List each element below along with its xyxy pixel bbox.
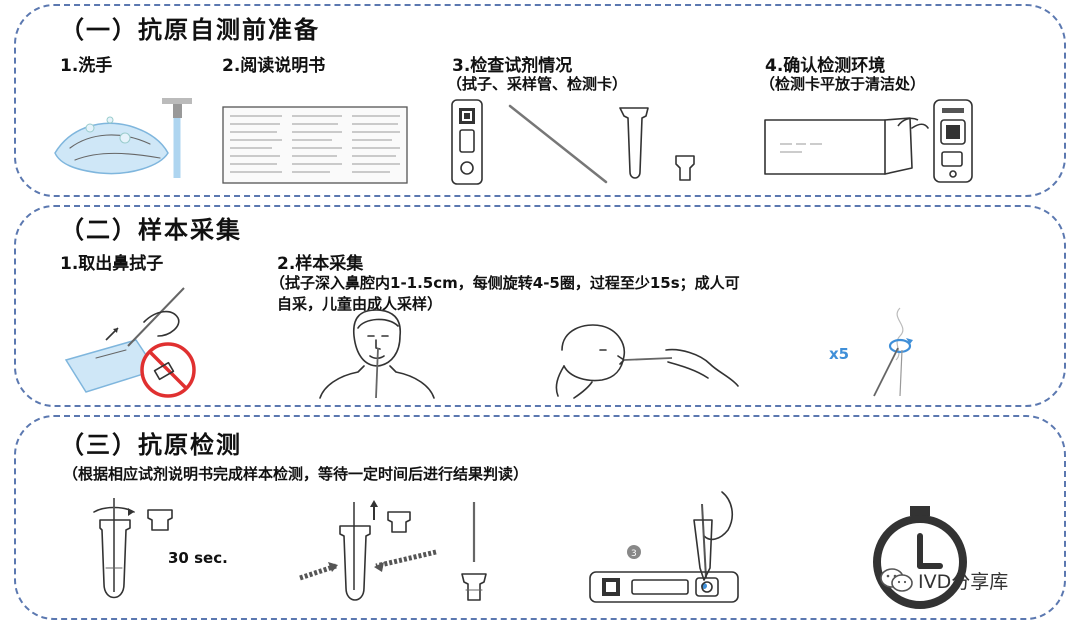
section3-title: （三）抗原检测 bbox=[60, 431, 242, 459]
rotation-count-label: x5 bbox=[829, 345, 850, 363]
swab-rotation-illustration bbox=[873, 307, 913, 397]
hand-washing-illustration bbox=[54, 98, 192, 178]
step-confirm-environment-label: 4.确认检测环境 bbox=[765, 56, 886, 76]
squeeze-tube-illustration bbox=[299, 500, 437, 601]
step-check-kit-note: （拭子、采样管、检测卡） bbox=[447, 75, 628, 93]
instruction-manual-illustration bbox=[222, 106, 408, 184]
step-sampling-label: 2.样本采集 bbox=[277, 254, 364, 274]
stopwatch-icon bbox=[873, 506, 967, 609]
section-detection-panel bbox=[14, 415, 1066, 620]
self-sampling-person-illustration bbox=[319, 309, 435, 399]
rotate-time-label: 30 sec. bbox=[168, 549, 228, 567]
step-read-manual-label: 2.阅读说明书 bbox=[222, 56, 326, 76]
section-preparation-panel bbox=[14, 4, 1066, 197]
svg-text:3: 3 bbox=[631, 549, 637, 559]
step-confirm-environment-note: （检测卡平放于清洁处） bbox=[760, 75, 926, 93]
take-swab-illustration bbox=[64, 287, 196, 398]
step-wash-hands-label: 1.洗手 bbox=[60, 56, 113, 76]
drop-sample-on-card-illustration: 3 bbox=[589, 491, 739, 603]
child-sampling-illustration bbox=[555, 324, 739, 399]
section3-note: （根据相应试剂说明书完成样本检测，等待一定时间后进行结果判读） bbox=[63, 465, 529, 483]
test-kit-illustration bbox=[451, 99, 695, 185]
swab-and-dropper-cap-illustration bbox=[461, 502, 487, 601]
wechat-icon bbox=[880, 568, 913, 592]
step-sampling-note-line2: 自采，儿童由成人采样） bbox=[277, 295, 443, 313]
section2-title: （二）样本采集 bbox=[60, 216, 242, 244]
section1-title: （一）抗原自测前准备 bbox=[60, 16, 320, 44]
step-check-kit-label: 3.检查试剂情况 bbox=[452, 56, 573, 76]
test-environment-illustration bbox=[764, 99, 973, 183]
swab-in-tube-illustration bbox=[93, 498, 173, 599]
step-take-swab-label: 1.取出鼻拭子 bbox=[60, 254, 164, 274]
watermark-label: IVD分享库 bbox=[918, 571, 1009, 593]
section-sampling-panel bbox=[14, 205, 1066, 407]
step-sampling-note-line1: （拭子深入鼻腔内1-1.5cm，每侧旋转4-5圈，过程至少15s；成人可 bbox=[270, 274, 740, 292]
